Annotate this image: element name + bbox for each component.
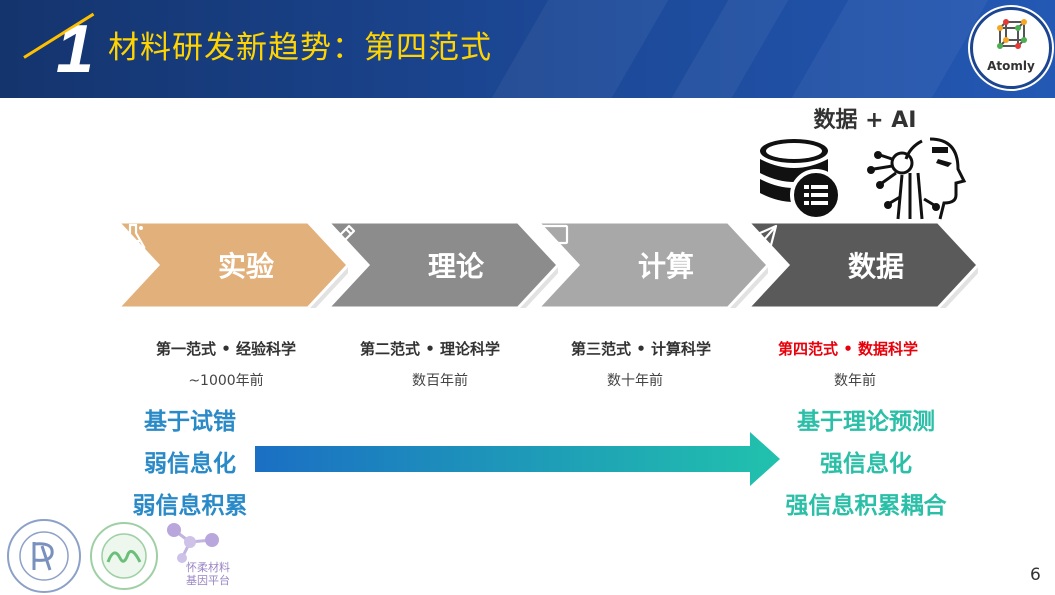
paradigm-chevron-data: 数据 bbox=[748, 222, 978, 308]
paradigm-chevron-computation: 计算 bbox=[538, 222, 768, 308]
paradigm-chevron-theory: 理论 bbox=[328, 222, 558, 308]
atomly-logo: Atomly bbox=[970, 7, 1052, 89]
songshan-lake-materials-lab-logo bbox=[90, 522, 158, 590]
trait-right-3: 强信息积累耦合 bbox=[785, 493, 947, 519]
era-time-first: ~1000年前 bbox=[188, 373, 264, 389]
era-title-first: 第一范式 • 经验科学 bbox=[155, 340, 297, 358]
section-number: 1 bbox=[56, 11, 94, 87]
trait-left-2: 弱信息化 bbox=[144, 451, 236, 477]
trait-left-3: 弱信息积累 bbox=[132, 493, 248, 519]
trait-right-1: 基于理论预测 bbox=[797, 409, 935, 435]
paradigm-label: 数据 bbox=[847, 250, 904, 283]
institute-of-physics-logo bbox=[7, 519, 81, 593]
trait-right-2: 强信息化 bbox=[820, 451, 912, 477]
huairou-platform-text: 怀柔材料 基因平台 bbox=[186, 561, 230, 587]
atomly-logo-text: Atomly bbox=[987, 59, 1035, 73]
paradigm-label: 计算 bbox=[637, 250, 694, 283]
page-title: 材料研发新趋势：第四范式 bbox=[108, 30, 492, 66]
era-time-second: 数百年前 bbox=[412, 373, 468, 389]
header-stripe bbox=[491, 0, 669, 98]
era-title-second: 第二范式 • 理论科学 bbox=[359, 340, 501, 358]
header-stripe bbox=[671, 0, 789, 98]
page-number: 6 bbox=[1030, 565, 1041, 585]
transition-arrow bbox=[255, 432, 780, 486]
era-time-fourth: 数年前 bbox=[834, 373, 876, 389]
data-ai-title: 数据 + AI bbox=[813, 108, 917, 133]
trait-left-1: 基于试错 bbox=[144, 409, 236, 435]
ai-head-icon bbox=[840, 133, 998, 223]
era-title-third: 第三范式 • 计算科学 bbox=[570, 340, 712, 358]
era-time-third: 数十年前 bbox=[607, 373, 663, 389]
paradigm-label: 实验 bbox=[217, 250, 274, 283]
paradigm-chevron-experiment: 实验 bbox=[118, 222, 348, 308]
paradigm-label: 理论 bbox=[427, 250, 484, 283]
era-title-fourth: 第四范式 • 数据科学 bbox=[777, 340, 919, 358]
header-bar: 1 材料研发新趋势：第四范式 Atomly bbox=[0, 0, 1055, 98]
huairou-molecule-icon bbox=[167, 523, 219, 563]
header-stripe bbox=[791, 0, 989, 98]
database-icon bbox=[756, 133, 842, 221]
atomly-lattice-icon bbox=[997, 19, 1027, 49]
